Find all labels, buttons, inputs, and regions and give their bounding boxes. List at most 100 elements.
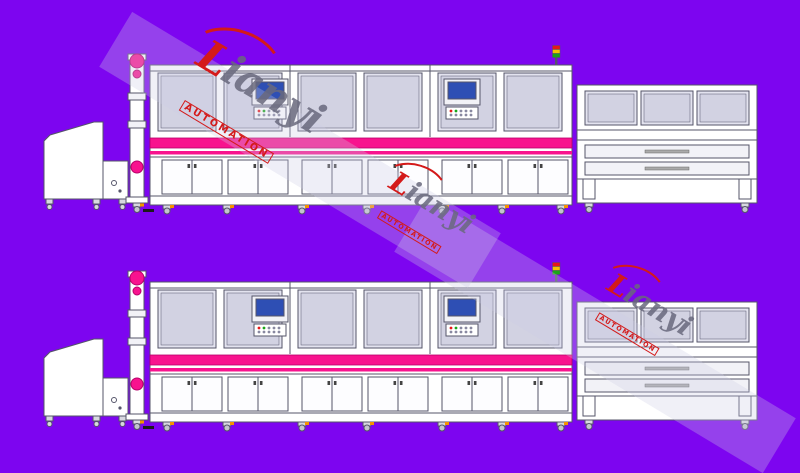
- cabinet-door: [507, 376, 539, 412]
- elevator-top-pulley: [129, 53, 145, 69]
- beacon-red-segment: [552, 45, 561, 50]
- cabinet-door: [397, 376, 429, 412]
- caster-wheel: [362, 421, 374, 432]
- elevator-conveyor: [125, 53, 154, 212]
- cabinet-door: [537, 159, 569, 195]
- cabinet-door: [441, 376, 473, 412]
- caster-wheel: [584, 202, 594, 213]
- caster-wheel: [297, 204, 309, 215]
- keypad: [445, 323, 479, 337]
- caster-wheel: [132, 202, 144, 213]
- caster-wheel: [437, 421, 449, 432]
- cabinet-door: [161, 376, 193, 412]
- station-leg: [582, 178, 596, 200]
- cabinet-door: [367, 159, 399, 195]
- control-panel: [251, 78, 289, 120]
- watermark-subtitle: AUTOMATION: [376, 210, 442, 255]
- production-line-drawing: [43, 262, 758, 432]
- monitor-screen: [447, 298, 477, 317]
- feeder-dot: [118, 189, 122, 193]
- caster-wheel: [297, 421, 309, 432]
- feeder-knob: [111, 397, 117, 403]
- elevator-conveyor: [125, 270, 154, 429]
- control-panel: [251, 295, 289, 337]
- beacon-light: [552, 262, 561, 282]
- caster-wheel: [497, 204, 509, 215]
- beacon-yellow-segment: [552, 49, 561, 54]
- caster-wheel: [162, 421, 174, 432]
- door-handles: [187, 381, 543, 385]
- elevator-base: [125, 413, 149, 421]
- top-rail: [149, 281, 573, 289]
- cabinet-door: [257, 376, 289, 412]
- floor-mark: [143, 209, 154, 212]
- caster-wheel: [132, 419, 144, 430]
- cabinet-door: [367, 376, 399, 412]
- production-line-bottom: [40, 262, 760, 432]
- cabinet-door: [537, 376, 569, 412]
- keypad: [445, 106, 479, 120]
- cabinet-door: [257, 159, 289, 195]
- keypad: [253, 106, 287, 120]
- caster-wheel: [556, 421, 568, 432]
- feeder-machine: [43, 121, 129, 210]
- main-line-body: [149, 64, 573, 206]
- drawer-handle: [644, 383, 690, 388]
- elevator-top-pulley: [129, 270, 145, 286]
- top-rail: [149, 64, 573, 72]
- caster-wheel: [584, 419, 594, 430]
- feeder-chute: [102, 160, 129, 200]
- main-line-body: [149, 281, 573, 423]
- monitor-screen: [447, 81, 477, 100]
- cabinet-door: [191, 159, 223, 195]
- elevator-bracket: [127, 337, 147, 346]
- cabinet-door: [227, 376, 259, 412]
- drawer-handle: [644, 166, 690, 171]
- conveyor-band: [149, 137, 573, 155]
- feeder-feet: [45, 198, 127, 210]
- feeder-machine: [43, 338, 129, 427]
- beacon-green-segment: [552, 270, 561, 275]
- station-leg: [738, 395, 752, 417]
- caster-wheel: [740, 202, 750, 213]
- caster-wheel: [222, 204, 234, 215]
- control-panel: [443, 78, 481, 120]
- caster-wheel: [222, 421, 234, 432]
- conveyor-band: [149, 354, 573, 372]
- end-station: [576, 301, 758, 421]
- elevator-bottom-pulley: [130, 160, 144, 174]
- feeder-dot: [118, 406, 122, 410]
- elevator-bracket: [127, 120, 147, 129]
- cabinet-door: [191, 376, 223, 412]
- keypad-buttons: [257, 109, 281, 117]
- drawing-canvas: Lianyi AUTOMATION Lianyi AUTOMATION Lian…: [40, 11, 796, 473]
- keypad-buttons: [449, 109, 473, 117]
- beacon-green-segment: [552, 53, 561, 58]
- lower-cabinets: [150, 373, 572, 414]
- beacon-light: [552, 45, 561, 65]
- beacon-yellow-segment: [552, 266, 561, 271]
- feeder-body: [43, 338, 104, 417]
- drawer-handle: [644, 149, 690, 154]
- elevator-bottom-pulley: [130, 377, 144, 391]
- cabinet-door: [331, 159, 363, 195]
- monitor-screen: [255, 298, 285, 317]
- end-station: [576, 84, 758, 204]
- elevator-idler-pulley: [132, 286, 142, 296]
- caster-wheel: [437, 204, 449, 215]
- station-leg: [582, 395, 596, 417]
- elevator-bracket: [127, 92, 147, 101]
- control-panel: [443, 295, 481, 337]
- production-line-drawing: [43, 45, 758, 215]
- elevator-idler-pulley: [132, 69, 142, 79]
- feeder-knob: [111, 180, 117, 186]
- cabinet-door: [471, 376, 503, 412]
- cabinet-door: [161, 159, 193, 195]
- caster-wheel: [556, 204, 568, 215]
- feeder-feet: [45, 415, 127, 427]
- keypad-buttons: [257, 326, 281, 334]
- station-leg: [738, 178, 752, 200]
- floor-mark: [143, 426, 154, 429]
- caster-wheel: [740, 419, 750, 430]
- production-line-top: [40, 45, 760, 215]
